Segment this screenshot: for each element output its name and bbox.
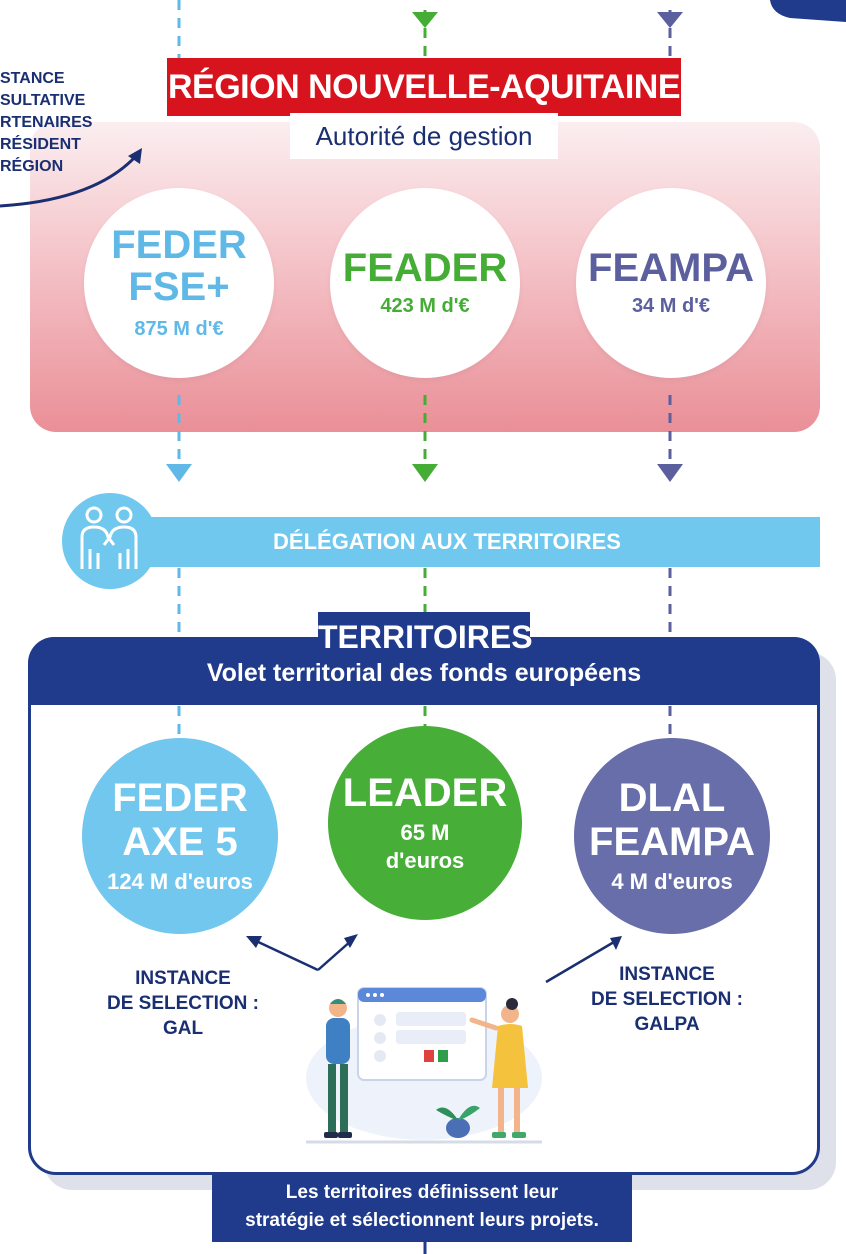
territory-title-line: AXE 5 bbox=[122, 820, 238, 864]
arrow-line-leader bbox=[317, 939, 353, 971]
left-fragment-text: STANCE SULTATIVE RTENAIRES RÉSIDENT RÉGI… bbox=[0, 68, 150, 178]
purple-arrow-top bbox=[657, 12, 683, 28]
fund-circle-feader: FEADER 423 M d'€ bbox=[330, 188, 520, 378]
arrow-head-feder bbox=[246, 936, 262, 948]
territories-subtitle: Volet territorial des fonds européens bbox=[206, 659, 642, 687]
territory-amount: d'euros bbox=[385, 848, 465, 873]
territory-title-line: FEDER bbox=[112, 776, 248, 820]
corner-decoration bbox=[770, 0, 846, 22]
territories-title: TERRITOIRES bbox=[318, 612, 533, 662]
territory-title-line: LEADER bbox=[342, 771, 508, 815]
arrow-line-dlal bbox=[545, 940, 615, 984]
territory-title-line: FEAMPA bbox=[589, 820, 755, 864]
territory-circle-dlal-feampa: DLAL FEAMPA 4 M d'euros bbox=[574, 738, 770, 934]
purple-arrow-mid bbox=[657, 464, 683, 482]
handshake-icon bbox=[62, 493, 158, 589]
territory-amount: 65 M bbox=[400, 820, 450, 845]
arrow-head-dlal bbox=[610, 936, 622, 950]
instance-line: GALPA bbox=[634, 1014, 700, 1035]
footer-line: Les territoires définissent leur bbox=[285, 1182, 559, 1203]
left-fragment-line: RÉGION bbox=[0, 158, 64, 175]
arrow-line-feder bbox=[253, 938, 319, 972]
footer-line: stratégie et sélectionnent leurs projets… bbox=[245, 1210, 599, 1231]
left-fragment-line: RÉSIDENT bbox=[0, 136, 81, 153]
footer-message: Les territoires définissent leur stratég… bbox=[212, 1172, 632, 1242]
instance-galpa: INSTANCE DE SELECTION : GALPA bbox=[582, 962, 752, 1037]
instance-line: GAL bbox=[162, 1018, 204, 1039]
green-arrow-top bbox=[412, 12, 438, 28]
fund-title-line: FEADER bbox=[342, 246, 508, 290]
green-arrow-mid bbox=[412, 464, 438, 482]
instance-gal: INSTANCE DE SELECTION : GAL bbox=[98, 966, 268, 1041]
left-fragment-line: RTENAIRES bbox=[0, 114, 93, 131]
fund-circle-feampa: FEAMPA 34 M d'€ bbox=[576, 188, 766, 378]
left-curve-arrow bbox=[0, 154, 138, 208]
authority-label: Autorité de gestion bbox=[290, 113, 558, 159]
fund-title-line: FEDER bbox=[111, 223, 247, 267]
fund-title-line: FSE+ bbox=[128, 265, 230, 309]
delegation-bar: DÉLÉGATION AUX TERRITOIRES bbox=[74, 517, 820, 567]
territory-circle-leader: LEADER 65 M d'euros bbox=[328, 726, 522, 920]
instance-line: INSTANCE bbox=[619, 964, 715, 985]
territory-amount: 124 M d'euros bbox=[107, 869, 253, 894]
instance-line: DE SELECTION : bbox=[106, 993, 259, 1014]
arrow-head-leader bbox=[344, 934, 358, 948]
region-banner: RÉGION NOUVELLE-AQUITAINE bbox=[167, 58, 681, 116]
territory-circle-feder-axe5: FEDER AXE 5 124 M d'euros bbox=[82, 738, 278, 934]
fund-amount: 34 M d'€ bbox=[631, 295, 711, 317]
fund-title-line: FEAMPA bbox=[588, 246, 754, 290]
fund-amount: 875 M d'€ bbox=[134, 318, 224, 340]
blue-arrow-mid bbox=[166, 464, 192, 482]
fund-circle-feder-fse: FEDER FSE+ 875 M d'€ bbox=[84, 188, 274, 378]
fund-amount: 423 M d'€ bbox=[380, 295, 470, 317]
left-fragment-line: STANCE bbox=[0, 70, 65, 87]
territory-title-line: DLAL bbox=[618, 776, 726, 820]
instance-line: DE SELECTION : bbox=[590, 989, 743, 1010]
left-fragment-line: SULTATIVE bbox=[0, 92, 86, 109]
territory-amount: 4 M d'euros bbox=[611, 869, 733, 894]
instance-line: INSTANCE bbox=[135, 968, 231, 989]
left-curve-arrowhead bbox=[128, 148, 142, 164]
people-dashboard-illustration bbox=[306, 987, 542, 1144]
